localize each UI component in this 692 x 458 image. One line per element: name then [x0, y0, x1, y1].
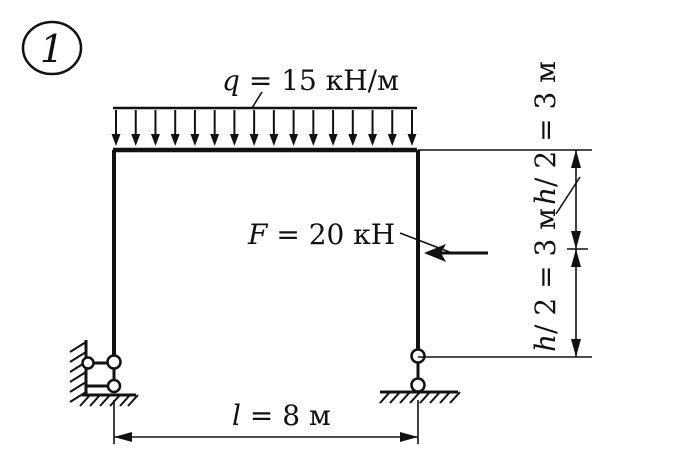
point-load-value: = 20 кН [267, 218, 395, 251]
height-arrow-mid-up [571, 231, 581, 249]
span-symbol: l [232, 399, 241, 432]
load-arrow-head [407, 134, 417, 146]
load-arrow-head [269, 134, 279, 146]
left-hinge-wall [81, 356, 95, 370]
height-arrow-bottom [571, 339, 581, 357]
span-value: = 8 м [241, 399, 331, 432]
span-arrow-right [400, 432, 418, 442]
load-label-leader [251, 91, 263, 109]
span-dimension: l = 8 м [113, 399, 419, 444]
load-arrow-head [289, 134, 299, 146]
upper-height-symbol: h [529, 187, 562, 205]
upper-height-value: / 2 = 3 м [529, 61, 562, 187]
lower-height-value: / 2 = 3 м [529, 208, 562, 334]
upper-dim-leader [555, 176, 581, 215]
load-arrow-head [368, 134, 378, 146]
height-arrow-mid-down [571, 249, 581, 267]
height-dimension: h/ 2 = 3 м h/ 2 = 3 м [418, 61, 592, 358]
left-hinge-top [106, 354, 122, 370]
distributed-load-symbol: q [222, 64, 240, 97]
load-arrow-head [387, 134, 397, 146]
upper-height-label: h/ 2 = 3 м [529, 61, 562, 205]
load-arrow-head [328, 134, 338, 146]
load-arrow-head [229, 134, 239, 146]
height-arrow-top [571, 150, 581, 168]
point-load: F = 20 кН [247, 218, 488, 262]
right-hinge-bottom [410, 377, 426, 393]
point-load-symbol: F [247, 218, 269, 251]
left-hinge-bottom [106, 378, 122, 394]
load-arrow-head [111, 134, 121, 146]
span-label: l = 8 м [232, 399, 331, 432]
load-arrow-head [308, 134, 318, 146]
right-hinge-top [410, 348, 426, 364]
point-load-leader [399, 232, 453, 254]
distributed-load: q = 15 кН/м [111, 64, 417, 146]
figure-number-circle [21, 20, 83, 76]
load-arrow-head [249, 134, 259, 146]
distributed-load-value: = 15 кН/м [240, 64, 399, 97]
left-support [69, 340, 139, 407]
load-arrow-head [190, 134, 200, 146]
lower-height-label: h/ 2 = 3 м [529, 208, 562, 352]
distributed-load-label: q = 15 кН/м [222, 64, 399, 97]
point-load-label: F = 20 кН [247, 218, 395, 251]
load-arrow-head [150, 134, 160, 146]
right-ground-hatch [379, 391, 461, 404]
frame [112, 147, 420, 357]
load-arrow-head [131, 134, 141, 146]
load-arrows [111, 110, 417, 146]
load-arrow-head [170, 134, 180, 146]
lower-height-symbol: h [529, 334, 562, 352]
span-arrow-left [114, 432, 132, 442]
left-ground-hatch [79, 394, 139, 407]
figure-number-text: 1 [40, 27, 64, 71]
figure-number-badge: 1 [21, 20, 83, 76]
right-support [379, 348, 461, 404]
load-arrow-head [210, 134, 220, 146]
left-wall-hatch [69, 341, 87, 403]
load-arrow-head [348, 134, 358, 146]
